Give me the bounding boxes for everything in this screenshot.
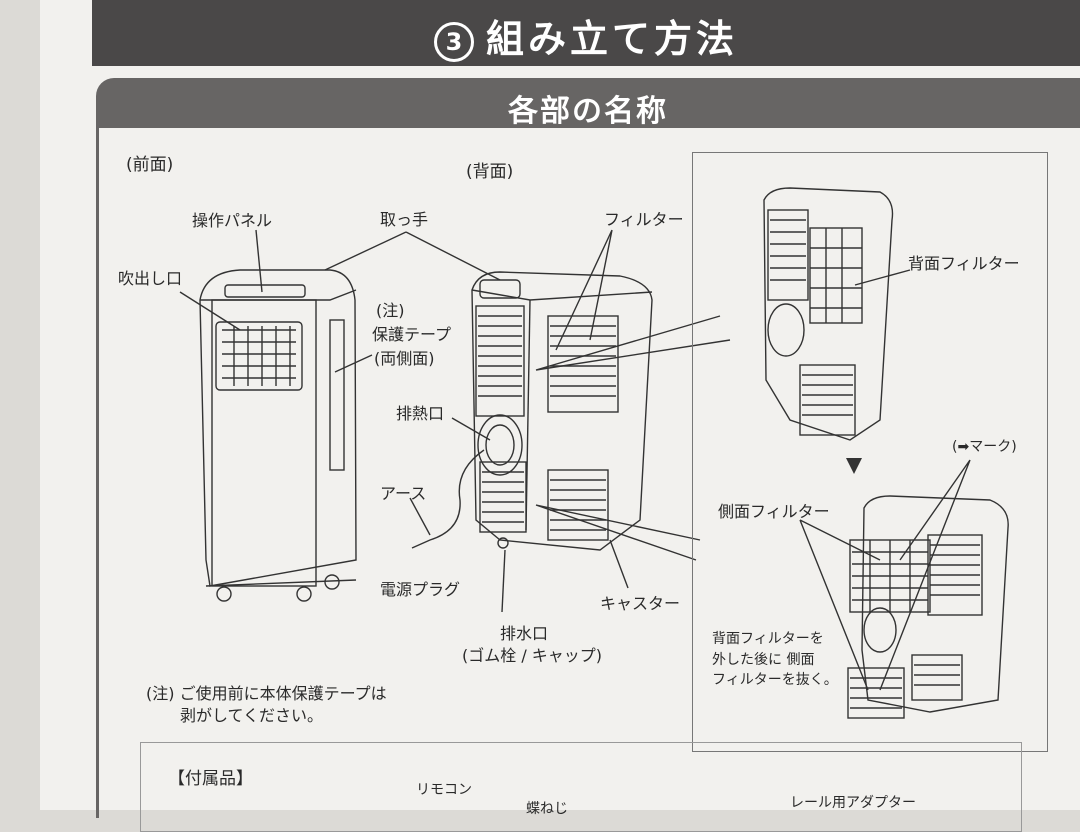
label-earth: アース — [380, 484, 427, 503]
panel-unit-top — [763, 187, 894, 441]
note-line-2: 剥がしてください。 — [180, 706, 324, 725]
accessories-title: 【付属品】 — [168, 769, 253, 789]
label-handle: 取っ手 — [380, 210, 429, 229]
header-title: 組み立て方法 — [485, 17, 738, 61]
section-title: 各部の名称 — [508, 94, 668, 129]
instruction-line-3: フィルターを抜く。 — [712, 672, 838, 688]
label-both-sides: (両側面) — [374, 349, 435, 368]
note-line-1: (注) ご使用前に本体保護テープは — [146, 684, 387, 703]
section-frame — [96, 128, 1076, 818]
down-arrow-icon — [846, 458, 862, 474]
back-view-label: (背面) — [466, 162, 514, 182]
label-rail-adapter: レール用アダプター — [790, 795, 916, 811]
label-drain: 排水口 — [500, 624, 549, 643]
filter-detail-panel — [692, 152, 1048, 752]
label-note-mark: (注) — [376, 301, 405, 320]
instruction-line-2: 外した後に 側面 — [712, 652, 815, 668]
label-power-plug: 電源プラグ — [380, 580, 461, 599]
panel-unit-bottom — [847, 495, 1009, 719]
label-control-panel: 操作パネル — [192, 211, 273, 230]
label-filter: フィルター — [604, 210, 684, 229]
manual-page — [40, 0, 1080, 810]
section-header: 各部の名称 — [96, 78, 1080, 129]
label-back-filter: 背面フィルター — [908, 254, 1020, 273]
front-grille — [215, 321, 303, 391]
front-unit-illustration — [199, 269, 357, 602]
label-screw: 蝶ねじ — [526, 801, 568, 817]
label-exhaust: 排熱口 — [396, 404, 445, 423]
page-header: 3 組み立て方法 — [92, 0, 1080, 66]
back-unit-illustration — [411, 271, 653, 551]
instruction-line-1: 背面フィルターを — [712, 631, 824, 647]
label-remote: リモコン — [416, 782, 472, 798]
label-side-filter: 側面フィルター — [718, 502, 830, 521]
leader-lines — [179, 229, 971, 691]
step-number-badge: 3 — [433, 21, 474, 62]
label-air-outlet: 吹出し口 — [118, 269, 183, 288]
header-title-row: 3 組み立て方法 — [92, 8, 1080, 63]
front-view-label: (前面) — [126, 155, 174, 175]
illustration-layer — [179, 187, 1009, 719]
label-caster: キャスター — [600, 594, 681, 613]
label-arrow-mark: (➡マーク) — [952, 439, 1017, 455]
accessories-box — [140, 742, 1022, 832]
label-protect-tape: 保護テープ — [372, 325, 452, 344]
label-drain-note: (ゴム栓 / キャップ) — [462, 646, 603, 665]
